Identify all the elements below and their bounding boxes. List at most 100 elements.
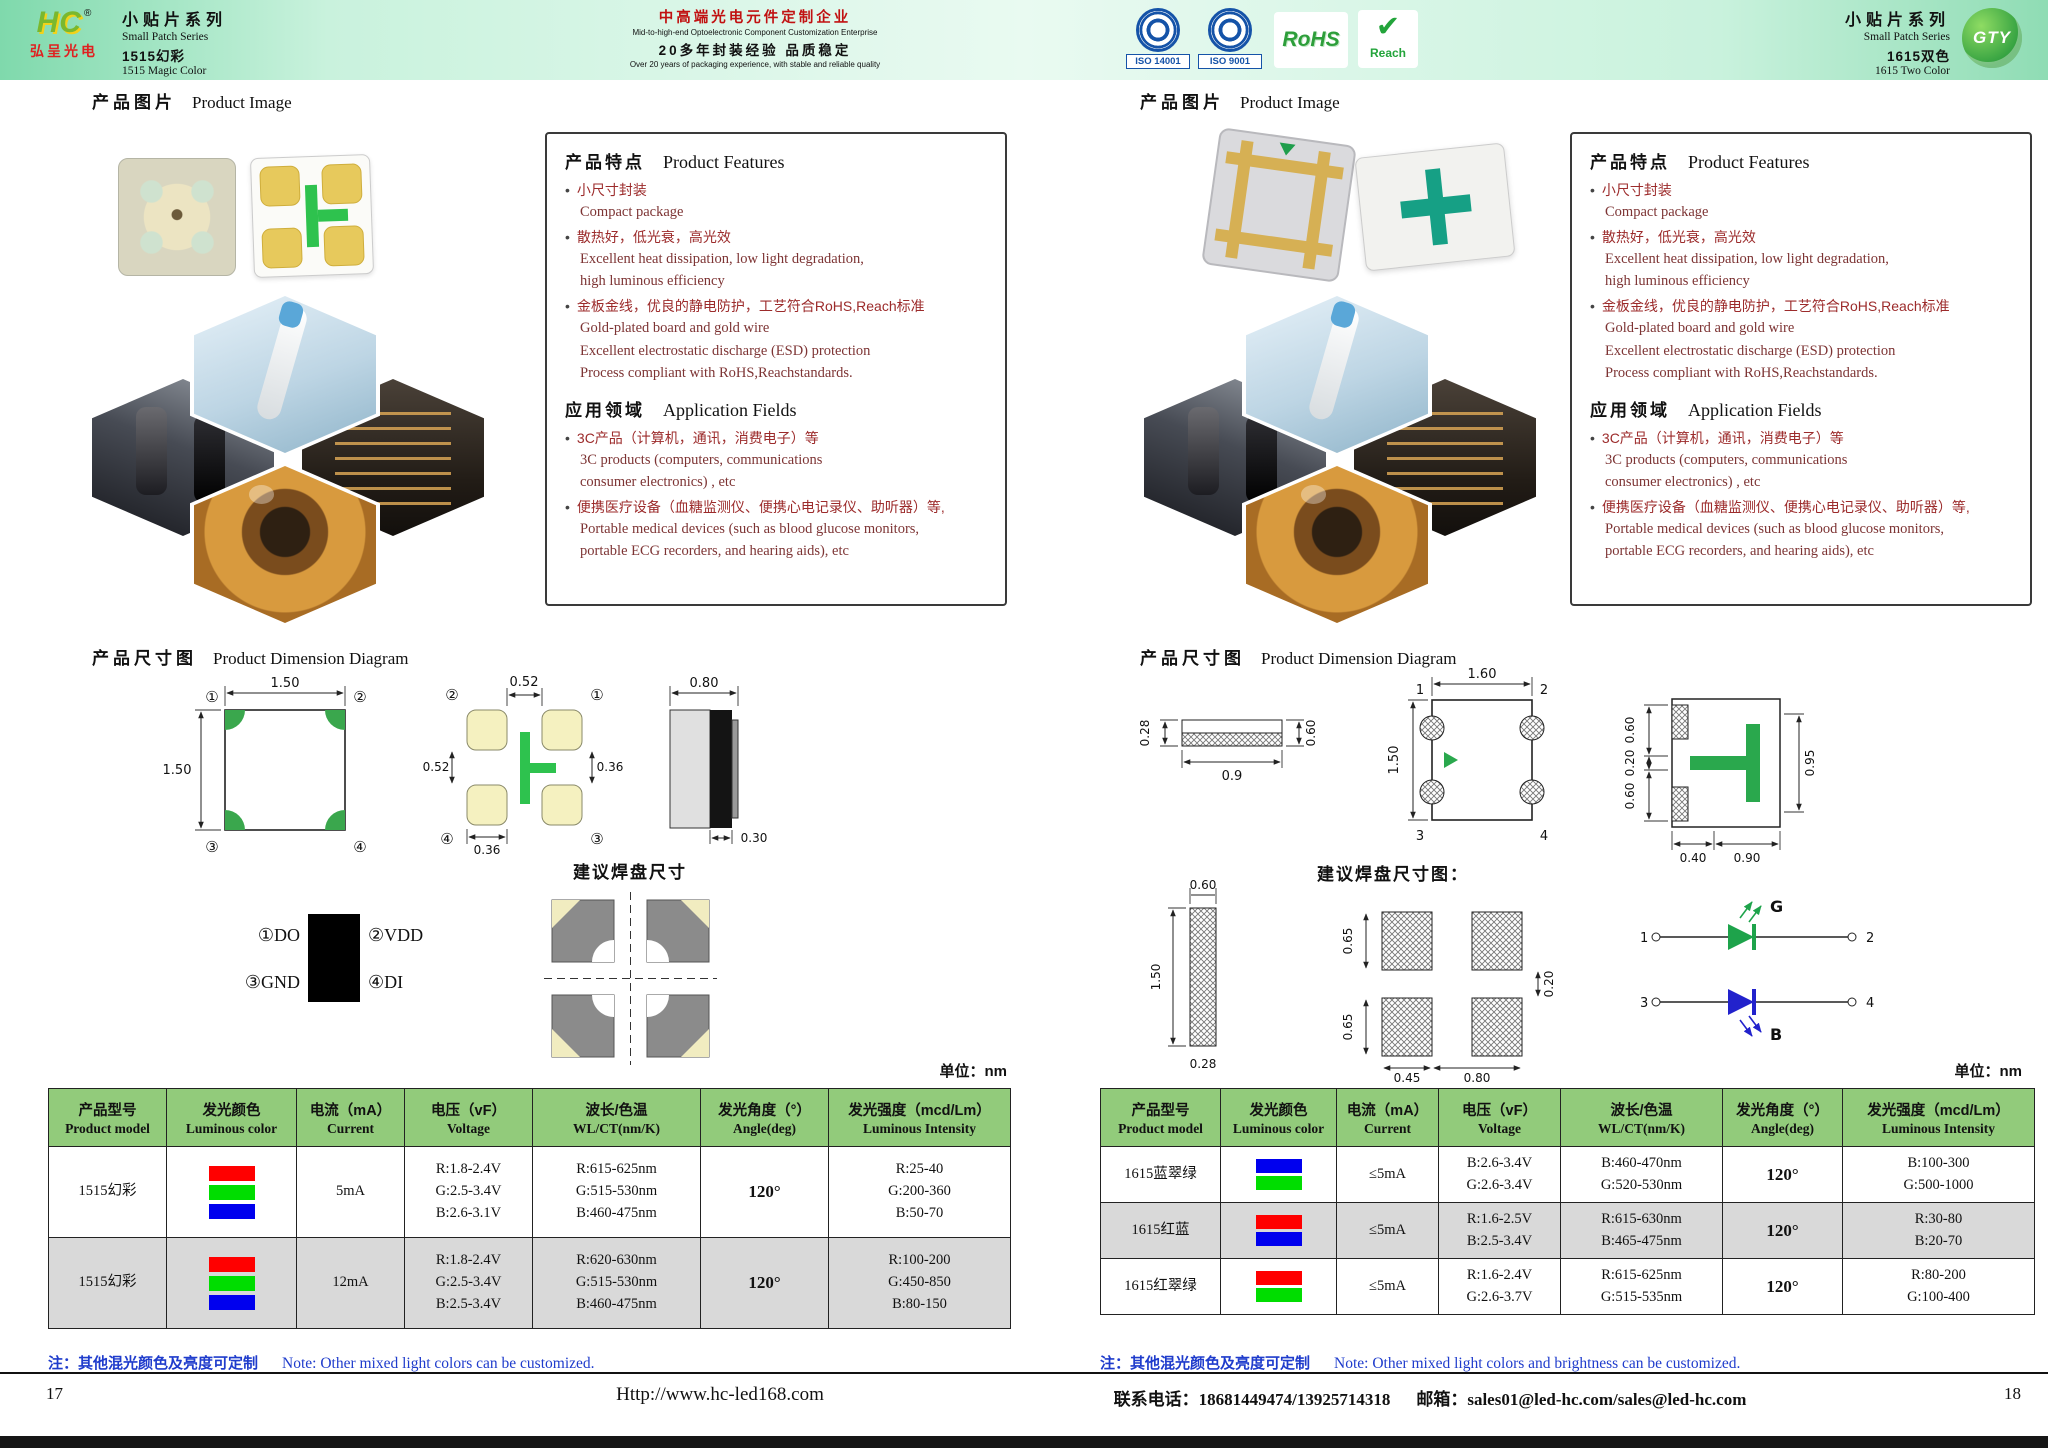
heading-en: Product Image bbox=[192, 93, 292, 112]
series-model-cn: 1515幻彩 bbox=[122, 49, 186, 64]
bullet-icon: • bbox=[565, 182, 570, 198]
dim-label: 0.52 bbox=[510, 675, 539, 690]
features-heading: 产品特点 Product Features bbox=[565, 148, 987, 173]
feature-en: Process compliant with RoHS,Reachstandar… bbox=[1605, 364, 1878, 381]
application-en: 3C products (computers, communications bbox=[580, 451, 823, 468]
application-en: Portable medical devices (such as blood … bbox=[1605, 521, 1945, 537]
cell-angle: 120° bbox=[1722, 1146, 1843, 1203]
pin-number: ① bbox=[590, 686, 603, 704]
led-label-blue: B bbox=[1770, 1025, 1782, 1044]
heading-cn: 产品图片 bbox=[92, 93, 176, 112]
heading-en: Product Dimension Diagram bbox=[1261, 649, 1457, 668]
series-model-en: 1615 Two Color bbox=[1874, 65, 1950, 77]
pin-number: 4 bbox=[1540, 829, 1548, 844]
feature-en: high luminous efficiency bbox=[580, 273, 725, 290]
series-model-en: 1515 Magic Color bbox=[122, 65, 207, 77]
pin-label: ①DO bbox=[258, 925, 300, 945]
dimension-side-view: 0.80 0.30 bbox=[669, 676, 767, 845]
rohs-icon: RoHS bbox=[1282, 28, 1340, 51]
feature-en: Compact package bbox=[580, 204, 684, 220]
column-header-angle: 发光角度（°）Angle(deg) bbox=[700, 1088, 829, 1147]
heading-cn: 产品尺寸图 bbox=[92, 649, 197, 668]
feature-en: high luminous efficiency bbox=[1605, 273, 1750, 290]
application-cn: 便携医疗设备（血糖监测仪、便携心电记录仪、助听器）等, bbox=[1601, 499, 1970, 515]
dim-label: 0.80 bbox=[690, 676, 719, 691]
feature-en: Gold-plated board and gold wire bbox=[1605, 320, 1795, 337]
note-en: Note: Other mixed light colors can be cu… bbox=[282, 1355, 595, 1372]
dim-label: 0.90 bbox=[1734, 851, 1761, 865]
cell-current: ≤5mA bbox=[1336, 1202, 1439, 1259]
dim-label: 0.28 bbox=[1190, 1057, 1217, 1071]
cell-colors bbox=[166, 1237, 297, 1329]
features-heading-cn: 产品特点 bbox=[565, 153, 645, 172]
application-en: 3C products (computers, communications bbox=[1605, 451, 1848, 468]
registered-mark-icon: ® bbox=[83, 8, 92, 19]
application-heading-en: Application Fields bbox=[1688, 399, 1822, 420]
page-header: HC ® 弘呈光电 小贴片系列 Small Patch Series 1515幻… bbox=[0, 0, 2048, 80]
feature-cn: 小尺寸封装 bbox=[576, 182, 647, 198]
pin-number: 2 bbox=[1540, 683, 1548, 698]
dimension-side-view-1615: 0.28 0.9 0.60 bbox=[1138, 719, 1318, 784]
cell-model: 1615红翠绿 bbox=[1100, 1258, 1221, 1315]
application-cn: 3C产品（计算机，通讯，消费电子）等 bbox=[576, 429, 819, 446]
blue-led-icon bbox=[1728, 989, 1754, 1015]
series-title-en: Small Patch Series bbox=[122, 31, 209, 43]
feature-en: Process compliant with RoHS,Reachstandar… bbox=[580, 364, 853, 381]
bullet-icon: • bbox=[565, 298, 570, 315]
cell-current: 12mA bbox=[296, 1237, 405, 1329]
bullet-icon: • bbox=[1590, 182, 1595, 198]
feature-item: •金板金线，优良的静电防护，工艺符合RoHS,Reach标准 Gold-plat… bbox=[565, 296, 987, 382]
footer-divider bbox=[0, 1372, 2048, 1374]
recommended-pad-layout bbox=[544, 892, 717, 1065]
dim-label: 0.60 bbox=[1190, 878, 1217, 892]
contact-info: 联系电话：18681449474/13925714318 邮箱：sales01@… bbox=[980, 1385, 1880, 1410]
dim-label: 0.65 bbox=[1341, 1014, 1355, 1041]
dim-label: 0.28 bbox=[1138, 720, 1152, 747]
dimension-top-view-1615: 1.60 1.50 1 2 3 4 bbox=[1387, 667, 1548, 844]
cell-current: ≤5mA bbox=[1336, 1146, 1439, 1203]
tagline-cn2: 20多年封装经验 品质稳定 bbox=[658, 43, 852, 58]
feature-cn: 金板金线，优良的静电防护，工艺符合RoHS,Reach标准 bbox=[576, 298, 925, 315]
page-number-right: 18 bbox=[2004, 1384, 2021, 1403]
dim-label: 0.80 bbox=[1464, 1071, 1491, 1085]
application-cn: 便携医疗设备（血糖监测仪、便携心电记录仪、助听器）等, bbox=[576, 499, 945, 515]
dim-label: 1.50 bbox=[271, 676, 300, 691]
column-header-voltage: 电压（vF）Voltage bbox=[404, 1088, 533, 1147]
product-image-heading: 产品图片 Product Image bbox=[92, 88, 292, 113]
color-swatch-red bbox=[208, 1256, 255, 1272]
website-url: Http://www.hc-led168.com bbox=[616, 1384, 824, 1405]
heading-cn: 产品尺寸图 bbox=[1140, 649, 1245, 668]
bullet-icon: • bbox=[1590, 499, 1595, 515]
feature-cn: 小尺寸封装 bbox=[1601, 182, 1672, 198]
application-heading-cn: 应用领域 bbox=[565, 400, 645, 420]
iso-seal-icon bbox=[1208, 8, 1252, 52]
application-photo-speaker bbox=[190, 462, 380, 627]
color-swatch-blue bbox=[208, 1203, 255, 1219]
color-swatch-blue bbox=[208, 1294, 255, 1310]
contact-phone: 联系电话：18681449474/13925714318 bbox=[1113, 1390, 1391, 1409]
dim-label: 0.20 bbox=[1623, 750, 1637, 777]
unit-label: 单位：nm bbox=[939, 1063, 1007, 1080]
feature-en: Excellent electrostatic discharge (ESD) … bbox=[580, 342, 871, 359]
page-17-1515: 产品图片 Product Image 产品特点 Product Features… bbox=[40, 80, 1025, 1372]
page-number-left: 17 bbox=[46, 1384, 63, 1403]
pinout-diagram: ①DO ②VDD ③GND ④DI bbox=[245, 914, 423, 1002]
color-swatch-green bbox=[1255, 1288, 1302, 1302]
heading-en: Product Dimension Diagram bbox=[213, 649, 409, 668]
application-heading-cn: 应用领域 bbox=[1590, 400, 1670, 420]
iso14001-label: ISO 14001 bbox=[1126, 54, 1190, 69]
pin-number: ④ bbox=[353, 838, 366, 856]
dim-label: 0.40 bbox=[1680, 851, 1707, 865]
dimension-heading: 产品尺寸图 Product Dimension Diagram bbox=[1140, 644, 1456, 669]
